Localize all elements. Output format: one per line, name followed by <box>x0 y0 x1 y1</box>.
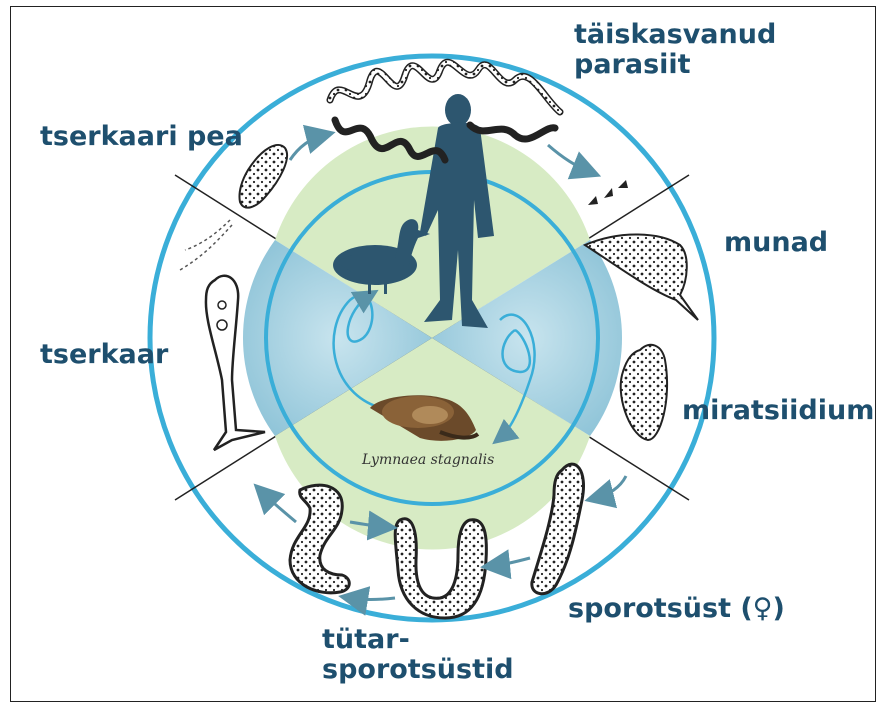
species-label: Lymnaea stagnalis <box>362 452 494 468</box>
label-cercaria: tserkaar <box>40 340 168 370</box>
label-miracidium: miratsiidium <box>682 396 874 426</box>
label-sporocyst: sporotsüst (♀) <box>568 594 785 624</box>
label-daughter-sporocysts: tütar- sporotsüstid <box>322 625 514 685</box>
label-eggs: munad <box>724 228 828 258</box>
label-cercaria-head: tserkaari pea <box>40 122 243 152</box>
label-adult-parasite: täiskasvanud parasiit <box>574 20 776 80</box>
cycle-arrow <box>350 598 395 600</box>
